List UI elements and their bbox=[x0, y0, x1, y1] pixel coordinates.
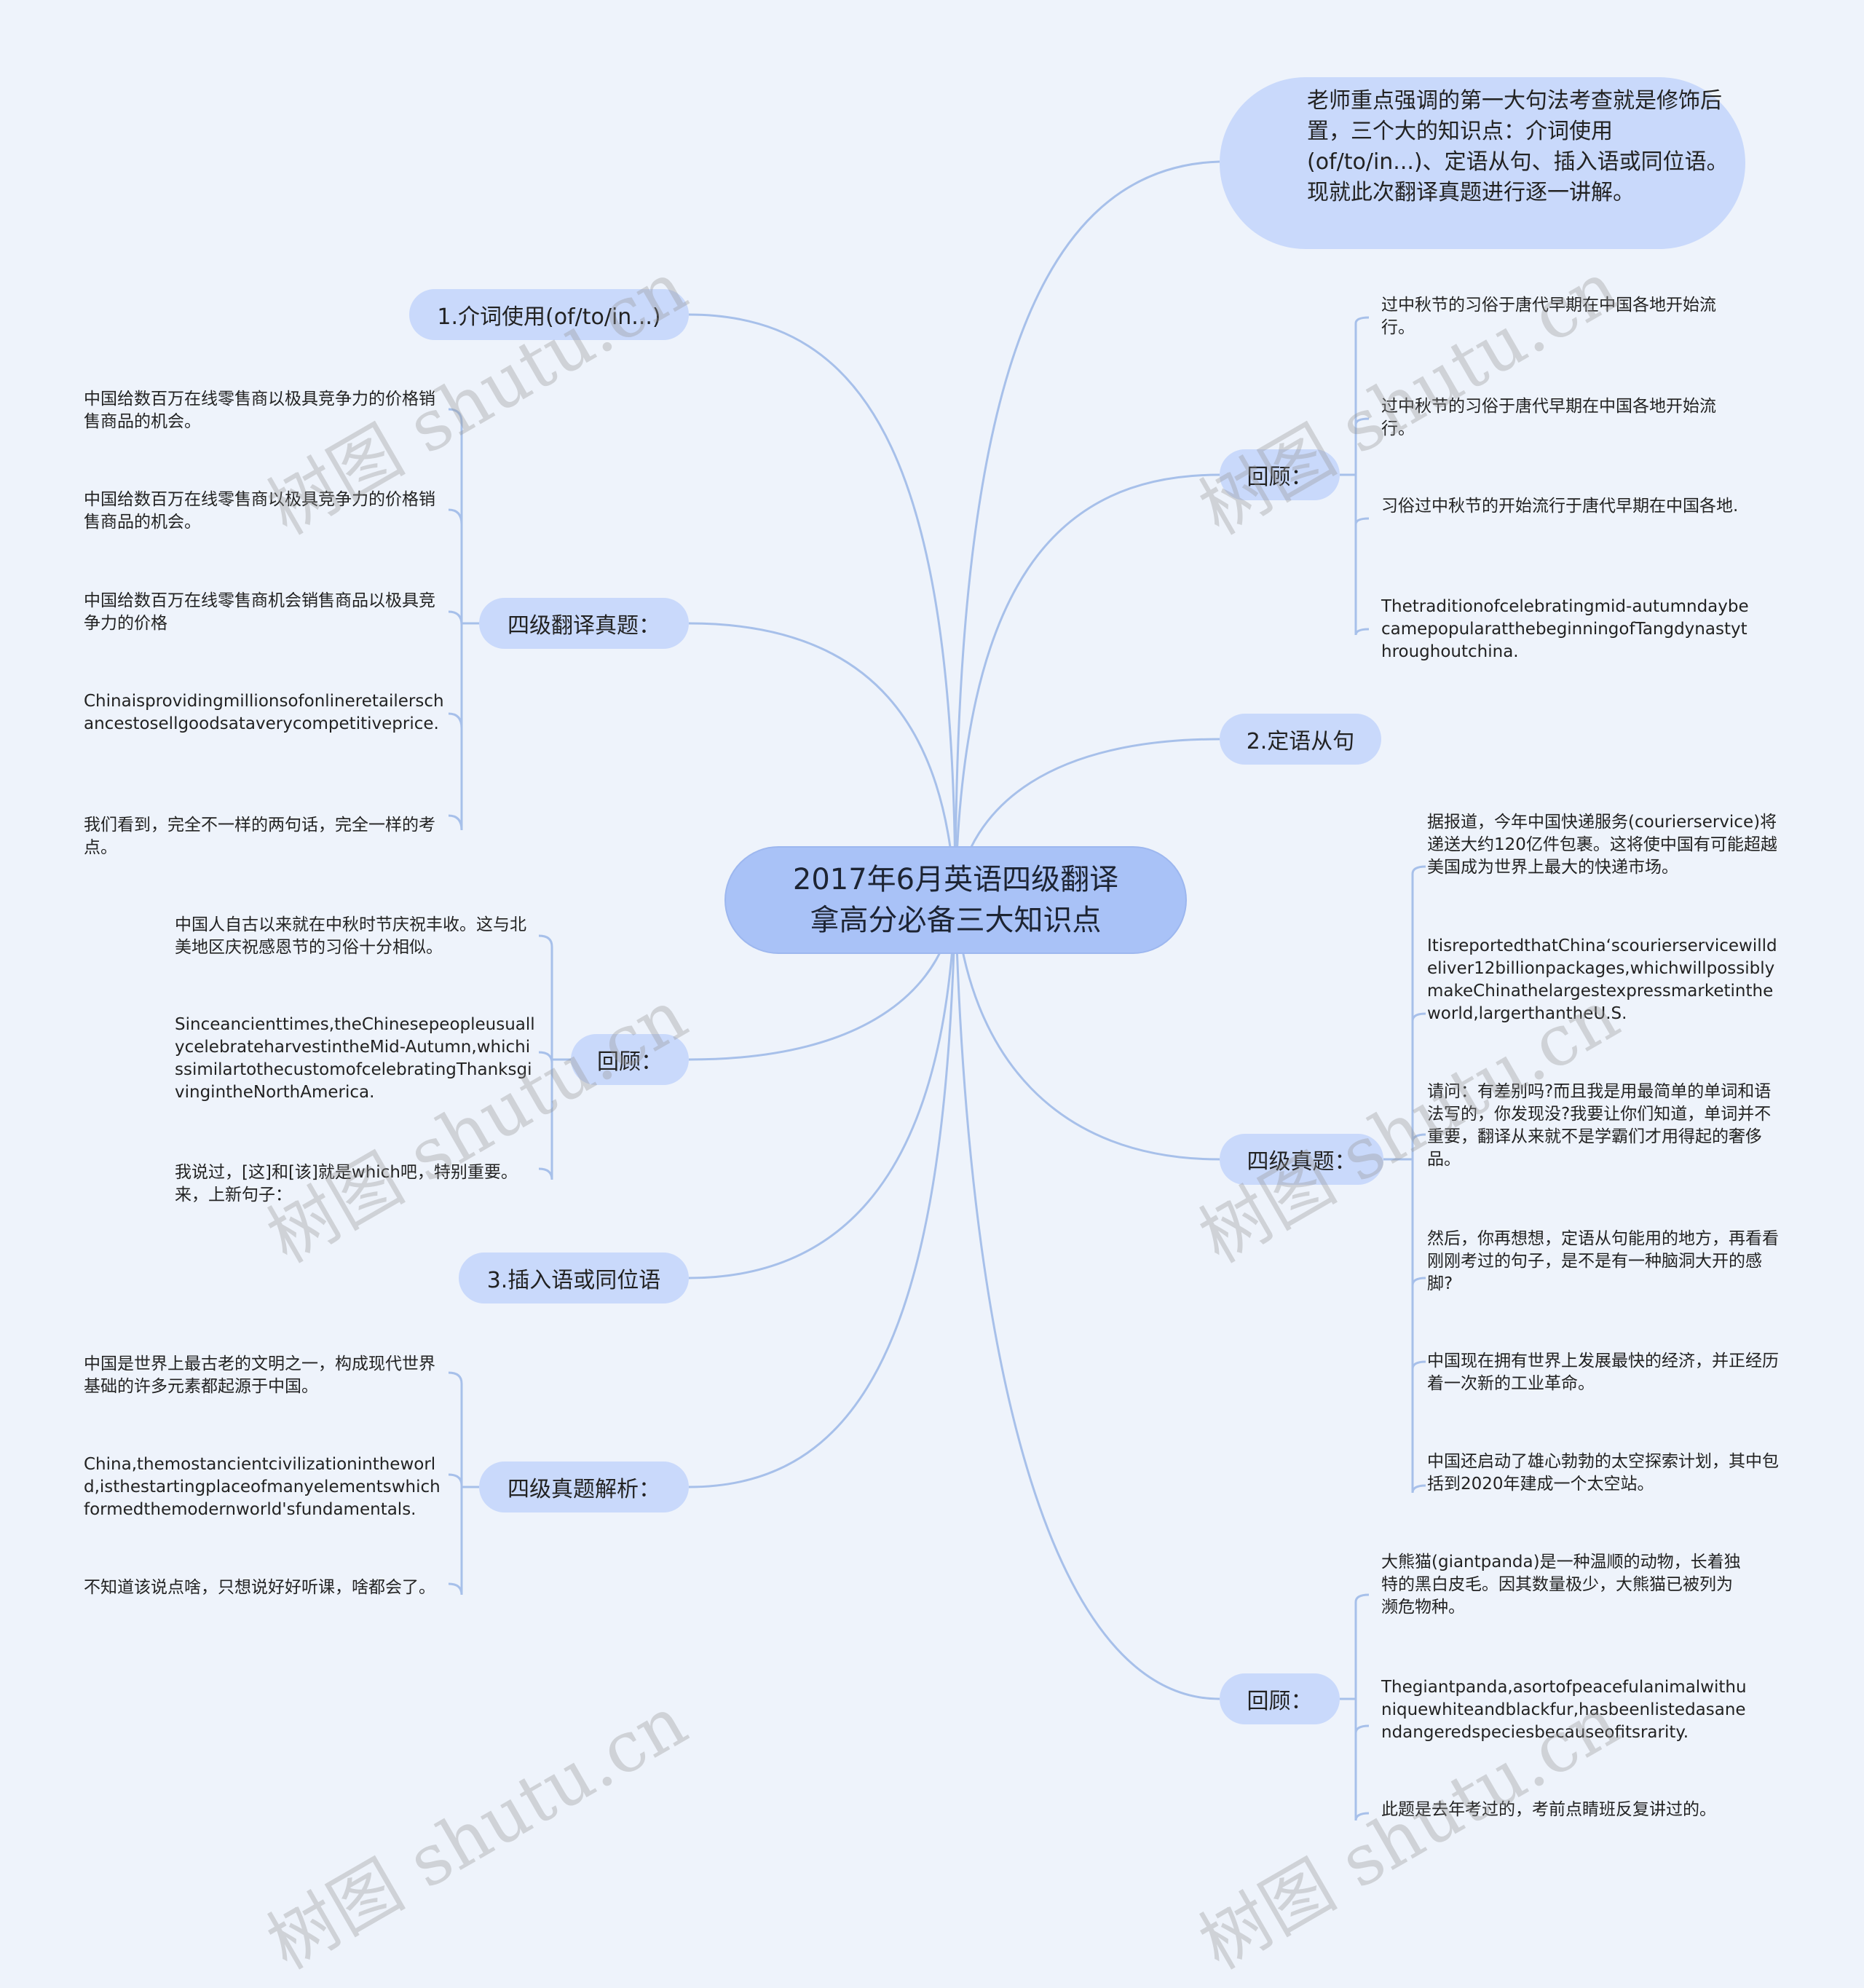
leaf-text: 中国还启动了雄心勃勃的太空探索计划，其中包括到2020年建成一个太空站。 bbox=[1427, 1452, 1779, 1494]
leaf-text: 中国现在拥有世界上发展最快的经济，并正经历着一次新的工业革命。 bbox=[1427, 1352, 1779, 1393]
leaf-text: 中国给数百万在线零售商机会销售商品以极具竞争力的价格 bbox=[84, 591, 435, 633]
leaf-text: 中国给数百万在线零售商以极具竞争力的价格销售商品的机会。 bbox=[84, 390, 435, 431]
leaf-text: ItisreportedthatChina‘scourierservicewil… bbox=[1427, 936, 1777, 1023]
cet4-real-label: 四级真题： bbox=[1247, 1149, 1356, 1175]
prep-label: 1.介词使用(of/to/in...) bbox=[437, 304, 661, 330]
leaf-text: 中国人自古以来就在中秋时节庆祝丰收。这与北美地区庆祝感恩节的习俗十分相似。 bbox=[175, 915, 526, 957]
analysis-label: 四级真题解析： bbox=[508, 1477, 660, 1502]
relative-clause-label: 2.定语从句 bbox=[1246, 729, 1355, 754]
leaf-text: Sinceancienttimes,theChinesepeopleusuall… bbox=[175, 1015, 535, 1102]
leaf-text: 大熊猫(giantpanda)是一种温顺的动物，长着独特的黑白皮毛。因其数量极少… bbox=[1381, 1553, 1741, 1617]
review-node-left[interactable]: 回顾： bbox=[571, 1034, 689, 1085]
review-label: 回顾： bbox=[1247, 1689, 1313, 1714]
analysis-node[interactable]: 四级真题解析： bbox=[479, 1462, 689, 1512]
review-node-right-1[interactable]: 回顾： bbox=[1220, 449, 1340, 500]
parenthesis-node[interactable]: 3.插入语或同位语 bbox=[459, 1253, 689, 1303]
leaf-text: 我说过，[这]和[该]就是which吧，特别重要。来，上新句子： bbox=[175, 1163, 518, 1204]
leaf-text: China,themostancientcivilizationinthewor… bbox=[84, 1455, 441, 1519]
leaf-text: Chinaisprovidingmillionsofonlineretailer… bbox=[84, 692, 444, 733]
relative-clause-node[interactable]: 2.定语从句 bbox=[1220, 714, 1381, 765]
leaf-text: Thegiantpanda,asortofpeacefulanimalwithu… bbox=[1381, 1678, 1747, 1742]
review-label: 回顾： bbox=[1247, 465, 1313, 490]
review-node-right-2[interactable]: 回顾： bbox=[1220, 1673, 1340, 1724]
cet4-real-node[interactable]: 四级真题： bbox=[1220, 1134, 1383, 1185]
intro-text: 老师重点强调的第一大句法考查就是修饰后置，三个大的知识点：介词使用(of/to/… bbox=[1307, 88, 1729, 205]
cet4-translation-node[interactable]: 四级翻译真题： bbox=[479, 598, 689, 649]
cet4-translation-label: 四级翻译真题： bbox=[508, 613, 660, 639]
root-node[interactable]: 2017年6月英语四级翻译拿高分必备三大知识点 bbox=[724, 846, 1187, 954]
leaf-text: Thetraditionofcelebratingmid-autumndaybe… bbox=[1381, 597, 1749, 661]
leaf-text: 然后，你再想想，定语从句能用的地方，再看看刚刚考过的句子，是不是有一种脑洞大开的… bbox=[1427, 1229, 1779, 1293]
connector-lines bbox=[448, 160, 1426, 1821]
leaf-text: 我们看到，完全不一样的两句话，完全一样的考点。 bbox=[84, 816, 435, 857]
leaf-text: 据报道，今年中国快递服务(courierservice)将递送大约120亿件包裹… bbox=[1427, 813, 1777, 877]
prep-node[interactable]: 1.介词使用(of/to/in...) bbox=[409, 289, 689, 340]
leaf-text: 请问：有差别吗?而且我是用最简单的单词和语法写的，你发现没?我要让你们知道，单词… bbox=[1427, 1082, 1772, 1169]
leaf-text: 习俗过中秋节的开始流行于唐代早期在中国各地. bbox=[1381, 497, 1739, 516]
leaf-text: 过中秋节的习俗于唐代早期在中国各地开始流行。 bbox=[1381, 397, 1716, 438]
review-label: 回顾： bbox=[597, 1049, 663, 1075]
leaf-text: 此题是去年考过的，考前点睛班反复讲过的。 bbox=[1381, 1800, 1716, 1819]
parenthesis-label: 3.插入语或同位语 bbox=[486, 1268, 661, 1293]
intro-node[interactable]: 老师重点强调的第一大句法考查就是修饰后置，三个大的知识点：介词使用(of/to/… bbox=[1220, 77, 1745, 249]
leaf-text: 过中秋节的习俗于唐代早期在中国各地开始流行。 bbox=[1381, 296, 1716, 337]
root-title: 2017年6月英语四级翻译拿高分必备三大知识点 bbox=[792, 863, 1119, 937]
leaf-text: 不知道该说点啥，只想说好好听课，啥都会了。 bbox=[84, 1578, 435, 1597]
leaf-text: 中国是世界上最古老的文明之一，构成现代世界基础的许多元素都起源于中国。 bbox=[84, 1354, 435, 1396]
leaf-text: 中国给数百万在线零售商以极具竞争力的价格销售商品的机会。 bbox=[84, 490, 435, 532]
